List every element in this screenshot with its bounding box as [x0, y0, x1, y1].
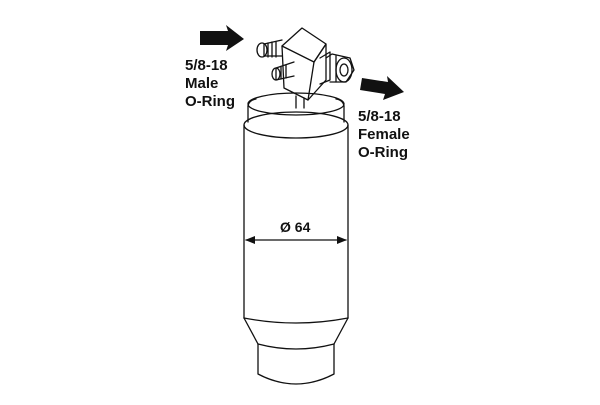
inlet-label: 5/8-18 Male O-Ring	[185, 57, 235, 111]
outlet-thread-spec: 5/8-18	[358, 108, 401, 125]
diameter-label: Ø 64	[280, 219, 311, 235]
drier-bottom	[243, 317, 349, 385]
fitting-block	[281, 27, 327, 109]
outlet-label: 5/8-18 Female O-Ring	[358, 108, 410, 162]
arrow-right-icon	[360, 76, 404, 100]
outlet-gender: Female	[358, 126, 410, 143]
outlet-fitting	[319, 51, 355, 85]
drier-body	[243, 92, 349, 319]
inlet-thread-spec: 5/8-18	[185, 57, 228, 74]
outlet-seal-type: O-Ring	[358, 144, 408, 161]
inlet-seal-type: O-Ring	[185, 93, 235, 110]
arrow-right-icon	[200, 25, 244, 51]
service-port	[271, 61, 295, 81]
drier-top-cap	[247, 92, 345, 116]
inlet-fitting	[256, 39, 283, 58]
inlet-gender: Male	[185, 75, 219, 92]
